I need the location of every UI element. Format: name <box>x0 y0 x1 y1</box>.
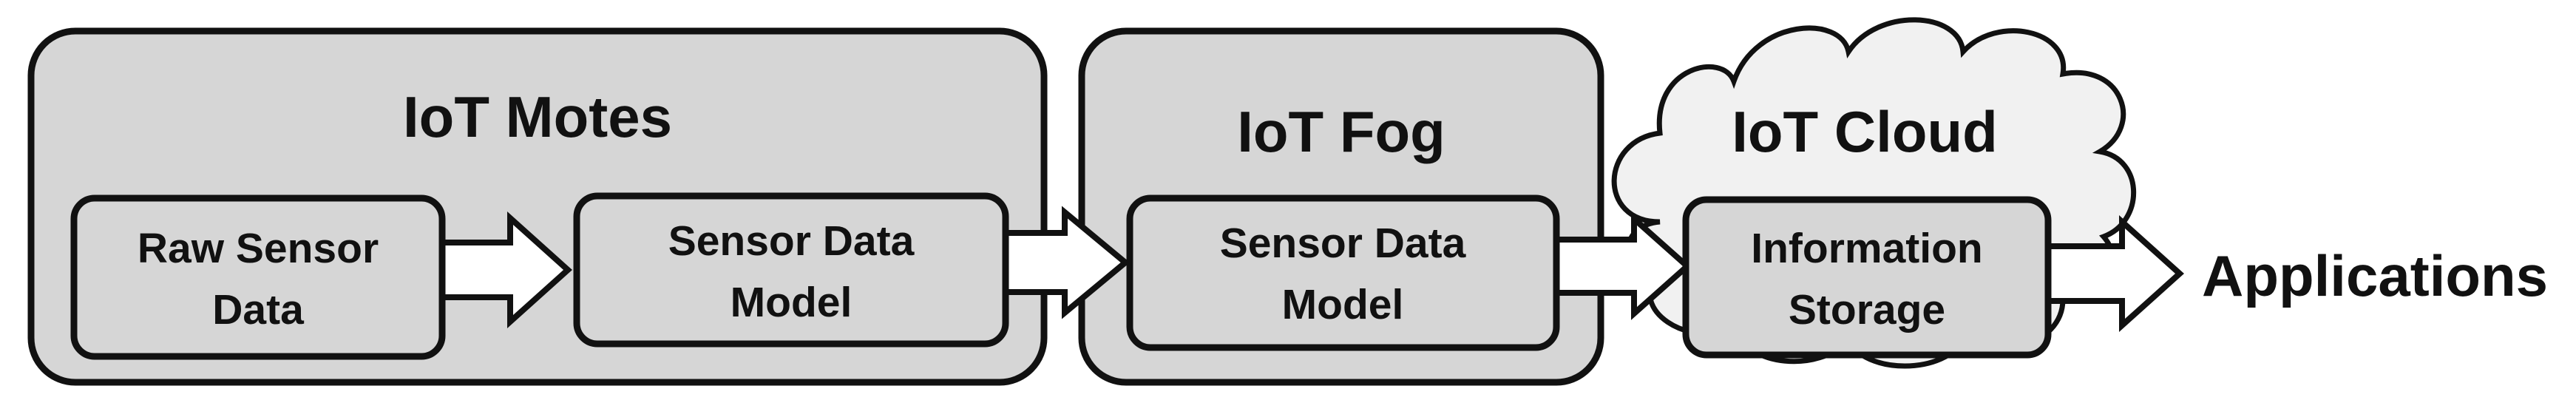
fog-sensor-data-model-label-line1: Sensor Data <box>1220 220 1467 267</box>
mote-sensor-data-model-box: Sensor Data Model <box>573 192 1009 348</box>
applications-label: Applications <box>2202 243 2548 308</box>
raw-sensor-data-box: Raw Sensor Data <box>70 194 446 360</box>
mote-sensor-data-model-label-line1: Sensor Data <box>668 217 915 265</box>
arrow-motes-to-fog <box>1003 206 1131 319</box>
arrow-fog-to-cloud <box>1553 212 1692 320</box>
information-storage-label-line2: Storage <box>1789 286 1945 333</box>
arrow-to-applications <box>2045 215 2184 332</box>
raw-sensor-data-label-line1: Raw Sensor <box>138 225 379 272</box>
iot-fog-title: IoT Fog <box>1237 99 1445 164</box>
iot-cloud-title: IoT Cloud <box>1732 99 1998 164</box>
iot-motes-title: IoT Motes <box>403 84 672 149</box>
information-storage-box: Information Storage <box>1682 196 2052 359</box>
mote-sensor-data-model-label-line2: Model <box>731 279 853 326</box>
arrow-raw-to-model <box>439 211 572 328</box>
raw-sensor-data-label-line2: Data <box>212 286 305 333</box>
information-storage-label-line1: Information <box>1751 225 1982 272</box>
fog-sensor-data-model-label-line2: Model <box>1282 281 1404 328</box>
fog-sensor-data-model-box: Sensor Data Model <box>1126 194 1560 351</box>
